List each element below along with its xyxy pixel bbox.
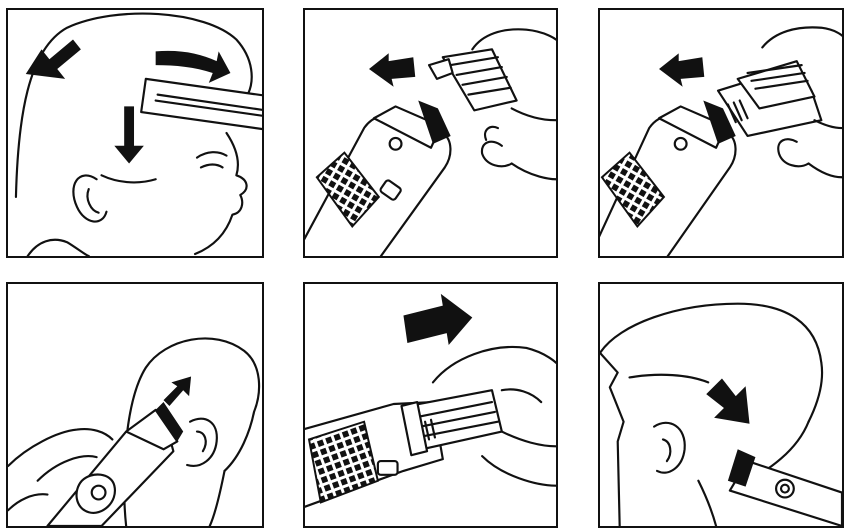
arrow-icon	[164, 376, 192, 406]
trim-neckline-illustration	[600, 284, 842, 526]
comb-attachment-icon	[401, 390, 501, 455]
panel-trim-ear	[6, 282, 264, 528]
arrow-icon	[659, 53, 704, 86]
head-comb-illustration	[8, 10, 262, 256]
panel-trim-neckline	[598, 282, 844, 528]
arrow-icon	[369, 53, 415, 86]
attach-comb-illustration	[305, 10, 556, 256]
arrow-icon	[706, 378, 749, 423]
clipper-icon	[728, 449, 842, 526]
panel-slide-comb	[598, 8, 844, 258]
arrow-icon	[26, 40, 81, 79]
comb-attachment-icon	[429, 49, 517, 110]
ear	[187, 419, 217, 466]
arrow-icon	[156, 51, 231, 83]
clipper-icon	[305, 101, 451, 256]
hand-icon	[472, 29, 556, 49]
trim-ear-illustration	[8, 284, 262, 526]
hand-icon	[433, 347, 556, 382]
hand-icon	[8, 429, 112, 466]
panel-clipper-push	[303, 282, 558, 528]
comb-icon	[141, 79, 262, 130]
slide-comb-illustration	[600, 10, 842, 256]
face-profile	[195, 133, 247, 254]
panel-attach-comb	[303, 8, 558, 258]
comb-attachment-icon	[718, 61, 821, 136]
head-icon	[600, 304, 822, 422]
clipper-icon	[600, 101, 736, 256]
panel-head-comb	[6, 8, 264, 258]
clipper-push-illustration	[305, 284, 556, 526]
hand-icon	[762, 27, 842, 47]
arrow-icon	[114, 106, 144, 163]
arrow-icon	[403, 294, 472, 345]
ear	[73, 175, 106, 221]
clipper-icon	[47, 402, 183, 526]
